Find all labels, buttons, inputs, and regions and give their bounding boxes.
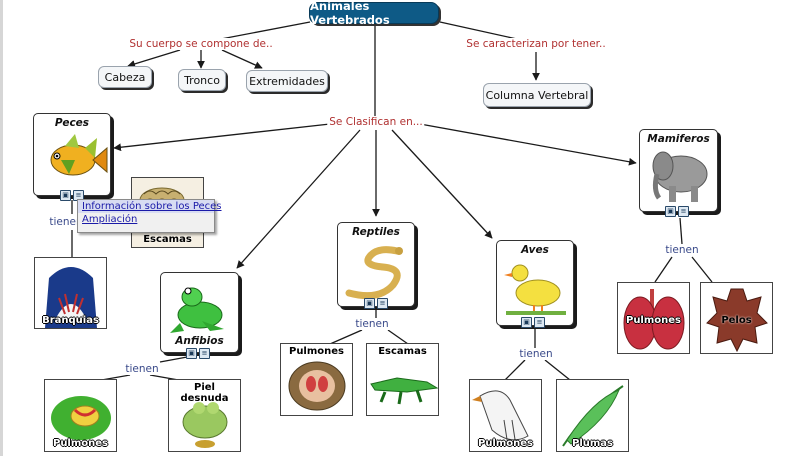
feather-drawing: [562, 385, 624, 447]
anfibios-title: Anfibios: [175, 335, 224, 347]
reptiles-title: Reptiles: [352, 226, 400, 238]
concept-tronco-label: Tronco: [184, 73, 220, 87]
aves-plumas-image[interactable]: Plumas: [556, 379, 629, 452]
concept-tronco[interactable]: Tronco: [178, 69, 226, 91]
resource-popup-menu: Información sobre los Peces Ampliación: [77, 199, 222, 233]
mamiferos-tienen: tienen: [663, 244, 701, 256]
anfibios-pulmones-label: Pulmones: [52, 438, 109, 449]
card-mamiferos[interactable]: Mamiferos ▣ ≡: [639, 129, 718, 217]
branquias-label: Branquias: [42, 315, 99, 326]
image-icon[interactable]: ▣: [665, 206, 676, 217]
anfibios-pulmones-image[interactable]: Pulmones: [44, 379, 117, 452]
mamiferos-pulmones-label: Pulmones: [625, 314, 682, 326]
reptiles-escamas-image[interactable]: Escamas: [366, 343, 439, 416]
image-icon[interactable]: ▣: [364, 298, 375, 309]
card-reptiles[interactable]: Reptiles ▣ ≡: [337, 222, 415, 309]
reptiles-tienen: tienen: [353, 318, 391, 330]
popup-item-ampliacion[interactable]: Ampliación: [82, 214, 138, 225]
window-edge: [0, 0, 3, 456]
concept-columna-vertebral[interactable]: Columna Vertebral: [483, 83, 591, 107]
image-icon[interactable]: ▣: [186, 348, 197, 359]
image-icon[interactable]: ▣: [60, 190, 71, 201]
document-icon[interactable]: ≡: [534, 317, 545, 328]
aves-plumas-label: Plumas: [572, 438, 613, 449]
aves-tienen: tienen: [517, 348, 555, 360]
frog-lungs-drawing: [51, 396, 111, 440]
document-icon[interactable]: ≡: [377, 298, 388, 309]
phrase-compone[interactable]: Su cuerpo se compone de..: [127, 38, 275, 50]
frog-image: [170, 287, 224, 333]
aves-pulmones-image[interactable]: Pulmones: [469, 379, 542, 452]
reptiles-escamas-label: Escamas: [378, 346, 427, 357]
gills-drawing: [45, 267, 97, 328]
concept-cabeza-label: Cabeza: [104, 70, 146, 84]
reptiles-pulmones-label: Pulmones: [288, 346, 345, 357]
root-concept[interactable]: Animales Vertebrados: [309, 0, 439, 27]
anfibios-piel-label: Piel desnuda: [180, 382, 229, 404]
fish-image: [50, 134, 108, 176]
popup-item-informacion[interactable]: Información sobre los Peces: [78, 200, 222, 213]
bird-lungs-drawing: [472, 390, 529, 447]
anfibios-piel-image[interactable]: Piel desnuda: [168, 379, 241, 452]
reptiles-pulmones-image[interactable]: Pulmones: [280, 343, 353, 416]
hide-drawing: [706, 288, 768, 353]
mamiferos-title: Mamiferos: [647, 133, 710, 145]
peces-title: Peces: [54, 117, 90, 129]
escamas-label: Escamas: [143, 234, 192, 245]
peces-tienen: tienen: [47, 216, 85, 228]
mamiferos-pelos-label: Pelos: [721, 314, 752, 326]
phrase-clasifican[interactable]: Se Clasifican en...: [327, 116, 425, 128]
concept-cabeza[interactable]: Cabeza: [98, 66, 152, 88]
concept-columna-label: Columna Vertebral: [485, 88, 589, 102]
duck-image: [504, 264, 566, 315]
document-icon[interactable]: ≡: [678, 206, 689, 217]
aves-pulmones-label: Pulmones: [477, 438, 534, 449]
aves-title: Aves: [521, 244, 549, 256]
mamiferos-pelos-image[interactable]: Pelos: [700, 282, 773, 354]
document-icon[interactable]: ≡: [199, 348, 210, 359]
image-icon[interactable]: ▣: [521, 317, 532, 328]
phrase-caracterizan[interactable]: Se caracterizan por tener..: [464, 38, 608, 50]
card-peces[interactable]: Peces ▣ ≡: [33, 113, 111, 201]
card-aves[interactable]: Aves ▣ ≡: [496, 240, 574, 328]
root-concept-label: Animales Vertebrados: [310, 0, 390, 27]
frog-skin-drawing: [182, 402, 228, 448]
mammal-lungs-drawing: [623, 289, 685, 350]
elephant-image: [652, 151, 708, 202]
peces-branquias-image[interactable]: Branquias: [34, 257, 107, 329]
mamiferos-pulmones-image[interactable]: Pulmones: [617, 282, 690, 354]
concept-extremidades-label: Extremidades: [249, 74, 325, 88]
anfibios-tienen: tienen: [123, 363, 161, 375]
snake-image: [345, 246, 403, 300]
concept-extremidades[interactable]: Extremidades: [246, 70, 328, 92]
card-anfibios[interactable]: Anfibios ▣ ≡: [160, 272, 239, 359]
crocodile-drawing: [370, 377, 438, 405]
turtle-lungs-drawing: [288, 361, 346, 411]
